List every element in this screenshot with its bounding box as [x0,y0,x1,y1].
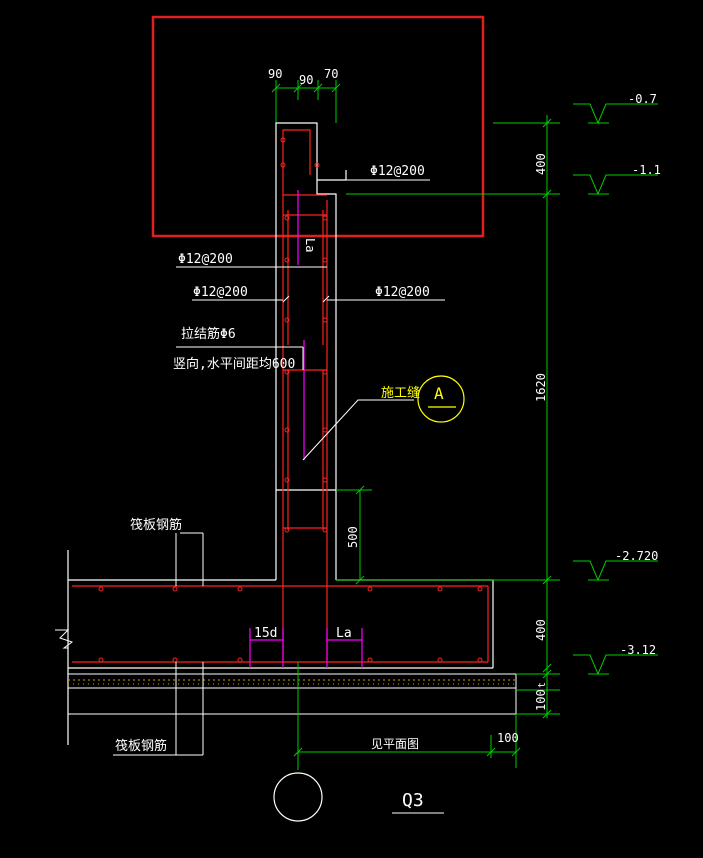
dim-400-bottom: 400 [534,619,548,641]
elevation-1: -0.7 [628,92,657,106]
magenta-marks [249,190,363,668]
dim-small-t: t [537,682,548,688]
dim-400-top: 400 [534,153,548,175]
axis-line [293,662,521,770]
detail-mark: A [434,384,444,403]
dim-top-3: 70 [324,67,338,81]
raft-rebar-label-bottom: 筏板钢筋 [115,738,167,754]
dim-500: 500 [346,526,360,548]
elevation-4: -3.12 [620,643,656,657]
blinding-layers [67,673,517,715]
section-name: Q3 [402,790,424,811]
elevation-3: -2.720 [615,549,658,563]
la-vertical-label: La [303,238,317,252]
top-dimension-chain [271,80,341,123]
tie-spacing-label: 竖向,水平间距均600 [173,356,295,372]
dim-1620: 1620 [534,373,548,402]
highlight-box [151,15,485,238]
bar-right-label: Φ12@200 [375,285,430,300]
leader-lines [113,266,445,756]
raft-rebar-label-top: 筏板钢筋 [130,517,182,533]
right-dimension-chain [336,115,560,719]
axis-bubble [273,772,323,822]
break-symbol [55,629,74,649]
rebar-dots [98,137,483,663]
elevation-2: -1.1 [632,163,661,177]
dim-top-1: 90 [268,67,282,81]
wall-rebar [72,129,489,663]
anchor-right-label: La [336,626,352,641]
bar-left-label-1: Φ12@200 [178,252,233,267]
detail-circle [417,375,465,423]
dim-100: 100 [534,689,548,711]
elevation-symbols [573,103,658,676]
bar-left-label-2: Φ12@200 [193,285,248,300]
tie-bar-label: 拉结筋Φ6 [181,326,236,342]
dim-top-2: 90 [299,73,313,87]
anchor-left-label: 15d [254,626,277,641]
construction-joint-leader [302,399,414,461]
construction-joint-label: 施工缝 [381,386,420,401]
see-plan-label: 见平面图 [371,737,419,751]
wall-outline [67,122,494,745]
bar-top-label: Φ12@200 [370,164,425,179]
right-offset-dim: 100 [497,731,519,745]
